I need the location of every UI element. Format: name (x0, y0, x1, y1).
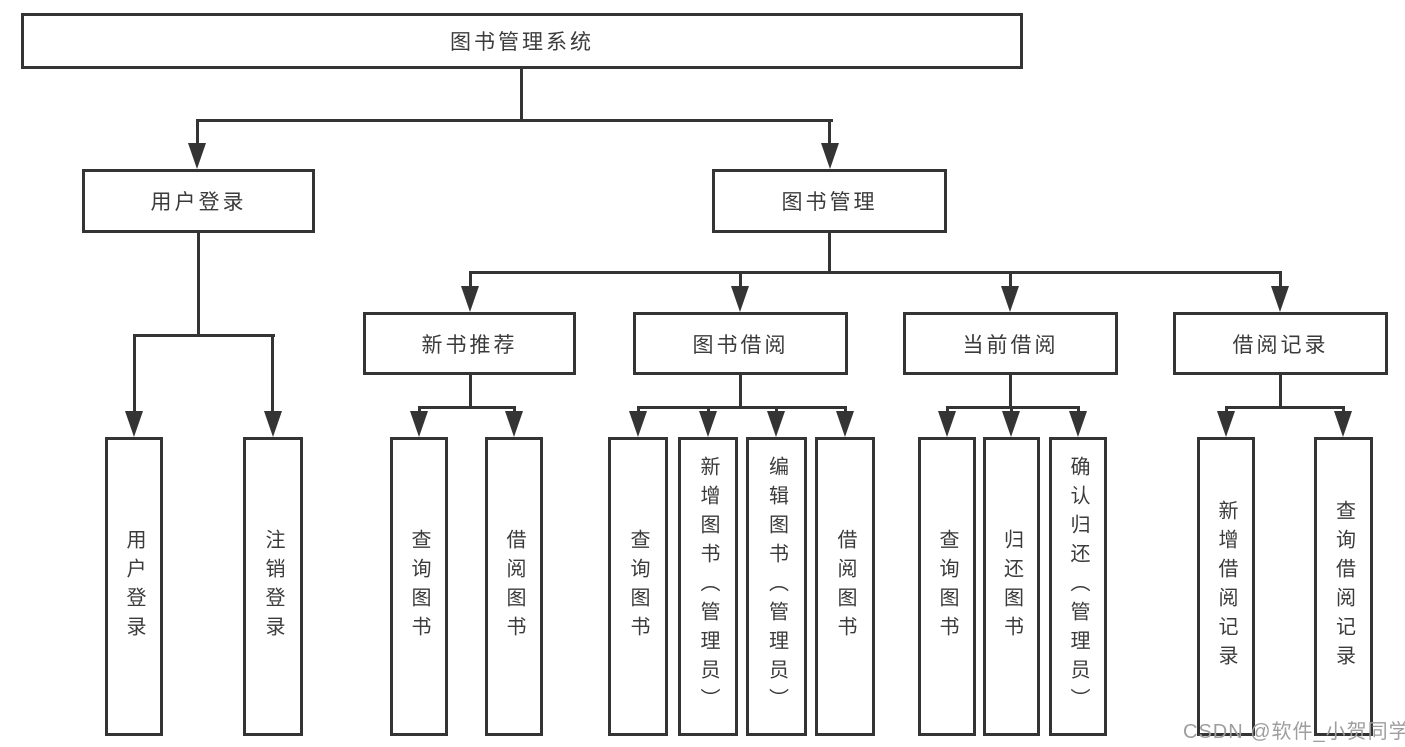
connector-line (271, 334, 274, 414)
node-label: 查询图书 (408, 528, 430, 645)
node-label: 新书推荐 (421, 333, 518, 357)
node-label: 编辑图书（管理员） (765, 456, 788, 717)
arrowhead-down-icon (1334, 411, 1352, 437)
arrowhead-down-icon (188, 143, 206, 169)
node-label: 确认归还（管理员） (1067, 456, 1089, 717)
arrowhead-down-icon (1217, 411, 1235, 437)
node-leaf-borrow-books-recommend: 借阅图书 (485, 437, 543, 736)
node-leaf-borrow-books-borrowing: 借阅图书 (815, 437, 875, 736)
node-leaf-confirm-return-admin: 确认归还（管理员） (1049, 437, 1107, 736)
node-label: 新增借阅记录 (1215, 499, 1237, 674)
node-leaf-query-books-borrowing: 查询图书 (608, 437, 668, 736)
connector-line (946, 406, 1080, 409)
node-current-borrowing: 当前借阅 (903, 312, 1118, 375)
node-label: 查询图书 (627, 528, 649, 645)
connector-line (133, 334, 275, 337)
connector-line (1009, 271, 1012, 291)
arrowhead-down-icon (505, 411, 523, 437)
node-label: 归还图书 (1000, 528, 1023, 645)
arrowhead-down-icon (629, 411, 647, 437)
arrowhead-down-icon (836, 411, 854, 437)
arrowhead-down-icon (821, 143, 839, 169)
connector-line (418, 406, 516, 409)
arrowhead-down-icon (1271, 286, 1289, 312)
connector-line (197, 233, 200, 336)
connector-line (196, 119, 833, 122)
node-leaf-query-borrow-record: 查询借阅记录 (1314, 437, 1373, 736)
node-label: 注销登录 (262, 528, 284, 645)
node-leaf-return-books: 归还图书 (983, 437, 1040, 736)
connector-line (1225, 406, 1345, 409)
arrowhead-down-icon (125, 411, 143, 437)
connector-line (739, 375, 742, 408)
arrowhead-down-icon (264, 411, 282, 437)
node-label: 图书借阅 (692, 333, 789, 357)
node-leaf-add-borrow-record: 新增借阅记录 (1197, 437, 1255, 736)
node-book-borrowing: 图书借阅 (633, 312, 848, 375)
node-label: 用户登录 (123, 528, 145, 645)
node-label: 借阅图书 (834, 528, 856, 645)
connector-line (196, 119, 199, 149)
node-label: 查询借阅记录 (1332, 499, 1355, 674)
connector-line (469, 375, 472, 408)
node-leaf-query-books-current: 查询图书 (918, 437, 976, 736)
connector-line (1279, 375, 1282, 408)
node-borrowing-records: 借阅记录 (1173, 312, 1388, 375)
connector-line (133, 334, 136, 414)
connector-line (637, 406, 847, 409)
node-label: 用户登录 (150, 191, 247, 214)
arrowhead-down-icon (767, 411, 785, 437)
connector-line (1279, 271, 1282, 291)
arrowhead-down-icon (731, 286, 749, 312)
arrowhead-down-icon (1002, 411, 1020, 437)
node-label: 查询图书 (936, 528, 958, 645)
connector-line (520, 66, 523, 121)
node-book-management: 图书管理 (712, 169, 947, 233)
node-user-login: 用户登录 (82, 169, 315, 233)
arrowhead-down-icon (938, 411, 956, 437)
connector-line (469, 271, 1282, 274)
connector-line (828, 119, 831, 149)
connector-line (1009, 375, 1012, 408)
node-library-management-system: 图书管理系统 (21, 13, 1023, 69)
connector-line (828, 233, 831, 274)
node-leaf-user-login: 用户登录 (105, 437, 163, 736)
node-label: 图书管理 (781, 191, 878, 214)
node-leaf-edit-books-admin: 编辑图书（管理员） (746, 437, 807, 736)
csdn-watermark: CSDN @软件_小贺同学 (1183, 721, 1405, 743)
arrowhead-down-icon (410, 411, 428, 437)
node-label: 当前借阅 (962, 333, 1059, 357)
node-new-book-recommend: 新书推荐 (363, 312, 576, 375)
arrowhead-down-icon (699, 411, 717, 437)
arrowhead-down-icon (461, 286, 479, 312)
node-leaf-add-books-admin: 新增图书（管理员） (678, 437, 738, 736)
node-label: 借阅记录 (1232, 333, 1329, 357)
arrowhead-down-icon (1001, 286, 1019, 312)
node-label: 新增图书（管理员） (697, 456, 719, 717)
node-leaf-logout: 注销登录 (243, 437, 303, 736)
node-leaf-query-books-recommend: 查询图书 (390, 437, 448, 736)
node-label: 借阅图书 (503, 528, 525, 645)
connector-line (739, 271, 742, 291)
node-label: 图书管理系统 (450, 31, 594, 54)
connector-line (469, 271, 472, 291)
arrowhead-down-icon (1069, 411, 1087, 437)
